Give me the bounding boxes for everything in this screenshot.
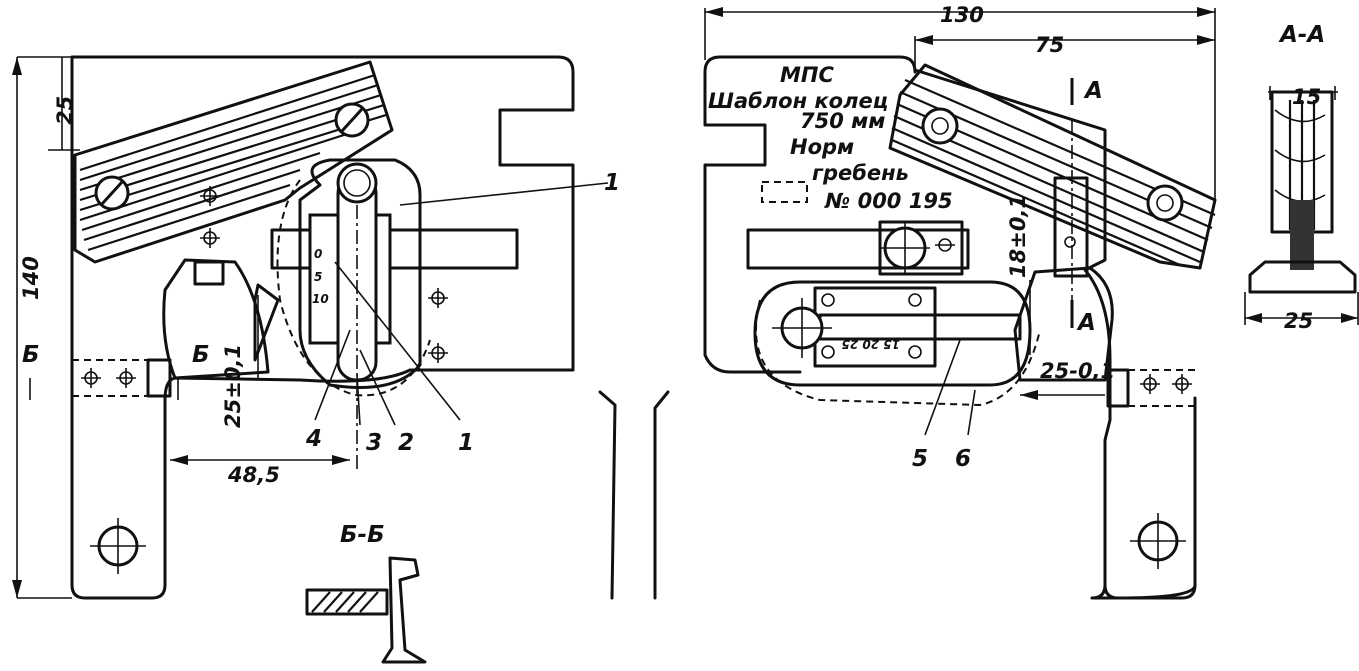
section-aa-title: А-А — [1278, 22, 1325, 48]
section-aa — [1244, 86, 1359, 325]
left-rail — [270, 228, 519, 270]
right-dimensions — [704, 7, 1216, 400]
callout-6: 6 — [955, 446, 971, 472]
dim-25-minus: 25-0,1 — [1040, 359, 1115, 383]
plate-line-6: № 000 195 — [824, 189, 953, 213]
callout-5: 5 — [912, 446, 928, 472]
right-scale-text: 15 20 25 — [842, 337, 900, 351]
plate-line-4: Норм — [790, 135, 854, 159]
dim-75: 75 — [1035, 33, 1064, 57]
dim-25-tol: 25±0,1 — [221, 344, 245, 428]
left-dimensions — [12, 56, 350, 599]
plate-line-1: МПС — [780, 63, 834, 87]
right-oblong-slot — [753, 280, 1032, 387]
cut-a-top: А — [1083, 78, 1103, 104]
left-slot-frame — [298, 158, 422, 389]
dim-18-tol: 18±0,1 — [1006, 194, 1030, 278]
cut-a-bottom: А — [1076, 310, 1096, 336]
plate-line-3: 750 мм — [800, 109, 885, 133]
dim-130: 130 — [940, 3, 984, 27]
right-view: 15 20 25 — [653, 55, 1217, 600]
scale-5: 5 — [314, 270, 322, 284]
scale-10: 10 — [312, 292, 329, 306]
left-view: 0 5 10 — [70, 55, 617, 600]
callout-1-bottom: 1 — [458, 430, 474, 456]
left-holes — [81, 186, 448, 388]
section-bb — [305, 556, 427, 664]
section-bb-title: Б-Б — [340, 522, 385, 548]
callout-3: 3 — [366, 430, 382, 456]
left-mount-hole — [90, 518, 146, 574]
right-mount-hole — [1130, 513, 1186, 569]
dim-48-5: 48,5 — [227, 463, 280, 487]
right-callout-leaders — [924, 339, 976, 436]
scale-0: 0 — [314, 247, 322, 261]
plate-line-5: гребень — [812, 161, 909, 185]
dim-25-top: 25 — [53, 96, 77, 125]
dim-140: 140 — [19, 256, 43, 300]
right-handle — [888, 63, 1217, 270]
plate-line-2: Шаблон колец — [708, 89, 888, 113]
cut-b-right: Б — [192, 342, 210, 368]
left-callout-leaders — [314, 182, 609, 426]
callout-4: 4 — [305, 426, 322, 452]
left-handle — [73, 60, 394, 264]
cut-b-left: Б — [22, 342, 40, 368]
callout-2: 2 — [398, 430, 414, 456]
callout-1-top: 1 — [604, 170, 620, 196]
dim-aa-15: 15 — [1292, 85, 1321, 109]
dim-aa-25: 25 — [1284, 309, 1313, 333]
